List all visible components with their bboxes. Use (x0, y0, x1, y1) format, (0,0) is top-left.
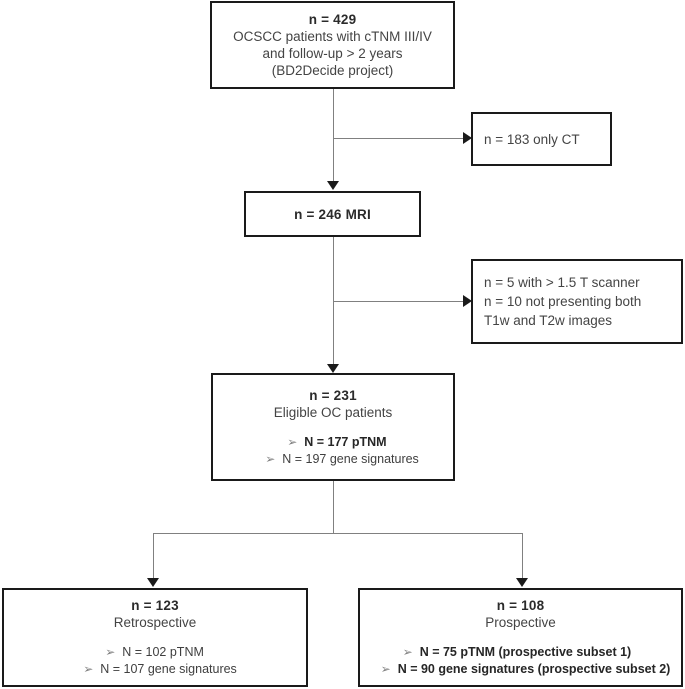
connector-to-prospective (522, 533, 523, 578)
node-eligible: n = 231 Eligible OC patients ➢ N = 177 p… (211, 373, 455, 481)
arrowhead-to-retrospective (147, 578, 159, 587)
node-excluded-ct-line1: n = 183 only CT (484, 131, 580, 147)
node-excluded-mri-line2: n = 10 not presenting both (484, 294, 642, 309)
node-cohort-line3: (BD2Decide project) (271, 63, 394, 78)
node-eligible-subtitle: Eligible OC patients (273, 404, 393, 420)
node-retrospective-bullets: ➢ N = 102 pTNM ➢ N = 107 gene signatures (83, 644, 237, 678)
node-excluded-ct: n = 183 only CT (471, 112, 612, 166)
node-excluded-mri-line3: T1w and T2w images (484, 313, 613, 328)
bullet-arrow-icon: ➢ (287, 434, 298, 449)
connector-mri-to-excluded-mri (333, 301, 464, 302)
connector-cohort-to-excluded-ct (333, 138, 464, 139)
connector-split-horizontal (153, 533, 523, 534)
bullet-label: N = 75 pTNM (prospective subset 1) (419, 645, 632, 659)
node-prospective-subtitle: Prospective (485, 615, 556, 630)
node-cohort-count: n = 429 (308, 12, 357, 27)
list-item: ➢ N = 75 pTNM (prospective subset 1) (403, 644, 632, 661)
arrowhead-to-eligible (327, 364, 339, 373)
arrowhead-to-excluded-ct (463, 132, 472, 144)
node-retrospective-subtitle: Retrospective (113, 615, 197, 630)
list-item: ➢ N = 197 gene signatures (265, 451, 419, 468)
list-item: ➢ N = 102 pTNM (105, 644, 204, 661)
bullet-label: N = 107 gene signatures (100, 662, 237, 676)
node-prospective-count: n = 108 (496, 598, 545, 613)
arrowhead-to-prospective (516, 578, 528, 587)
node-excluded-mri-line1: n = 5 with > 1.5 T scanner (484, 275, 640, 290)
list-item: ➢ N = 107 gene signatures (83, 661, 237, 678)
list-item: ➢ N = 90 gene signatures (prospective su… (381, 661, 671, 678)
node-retrospective: n = 123 Retrospective ➢ N = 102 pTNM ➢ N… (2, 588, 308, 687)
node-cohort: n = 429 OCSCC patients with cTNM III/IV … (210, 1, 455, 89)
arrowhead-to-mri (327, 181, 339, 190)
node-eligible-bullets: ➢ N = 177 pTNM ➢ N = 197 gene signatures (265, 434, 419, 468)
node-prospective-bullets: ➢ N = 75 pTNM (prospective subset 1) ➢ N… (381, 644, 671, 678)
bullet-label: N = 102 pTNM (122, 645, 204, 659)
bullet-label: N = 197 gene signatures (282, 451, 419, 466)
connector-eligible-stem (333, 481, 334, 533)
node-mri: n = 246 MRI (244, 191, 421, 237)
bullet-label: N = 177 pTNM (304, 434, 387, 449)
bullet-label: N = 90 gene signatures (prospective subs… (397, 662, 671, 676)
node-cohort-line1: OCSCC patients with cTNM III/IV (233, 29, 432, 44)
bullet-arrow-icon: ➢ (380, 662, 391, 676)
arrowhead-to-excluded-mri (463, 295, 472, 307)
bullet-arrow-icon: ➢ (105, 645, 116, 659)
node-retrospective-count: n = 123 (131, 598, 179, 613)
node-eligible-count: n = 231 (309, 387, 357, 403)
list-item: ➢ N = 177 pTNM (287, 434, 386, 451)
connector-to-retrospective (153, 533, 154, 578)
bullet-arrow-icon: ➢ (265, 451, 276, 466)
node-mri-count: n = 246 MRI (294, 206, 371, 222)
node-excluded-mri: n = 5 with > 1.5 T scanner n = 10 not pr… (471, 259, 683, 344)
node-cohort-line2: and follow-up > 2 years (262, 46, 403, 61)
bullet-arrow-icon: ➢ (83, 662, 94, 676)
connector-cohort-to-mri (333, 89, 334, 182)
bullet-arrow-icon: ➢ (402, 645, 413, 659)
node-prospective: n = 108 Prospective ➢ N = 75 pTNM (prosp… (358, 588, 683, 687)
